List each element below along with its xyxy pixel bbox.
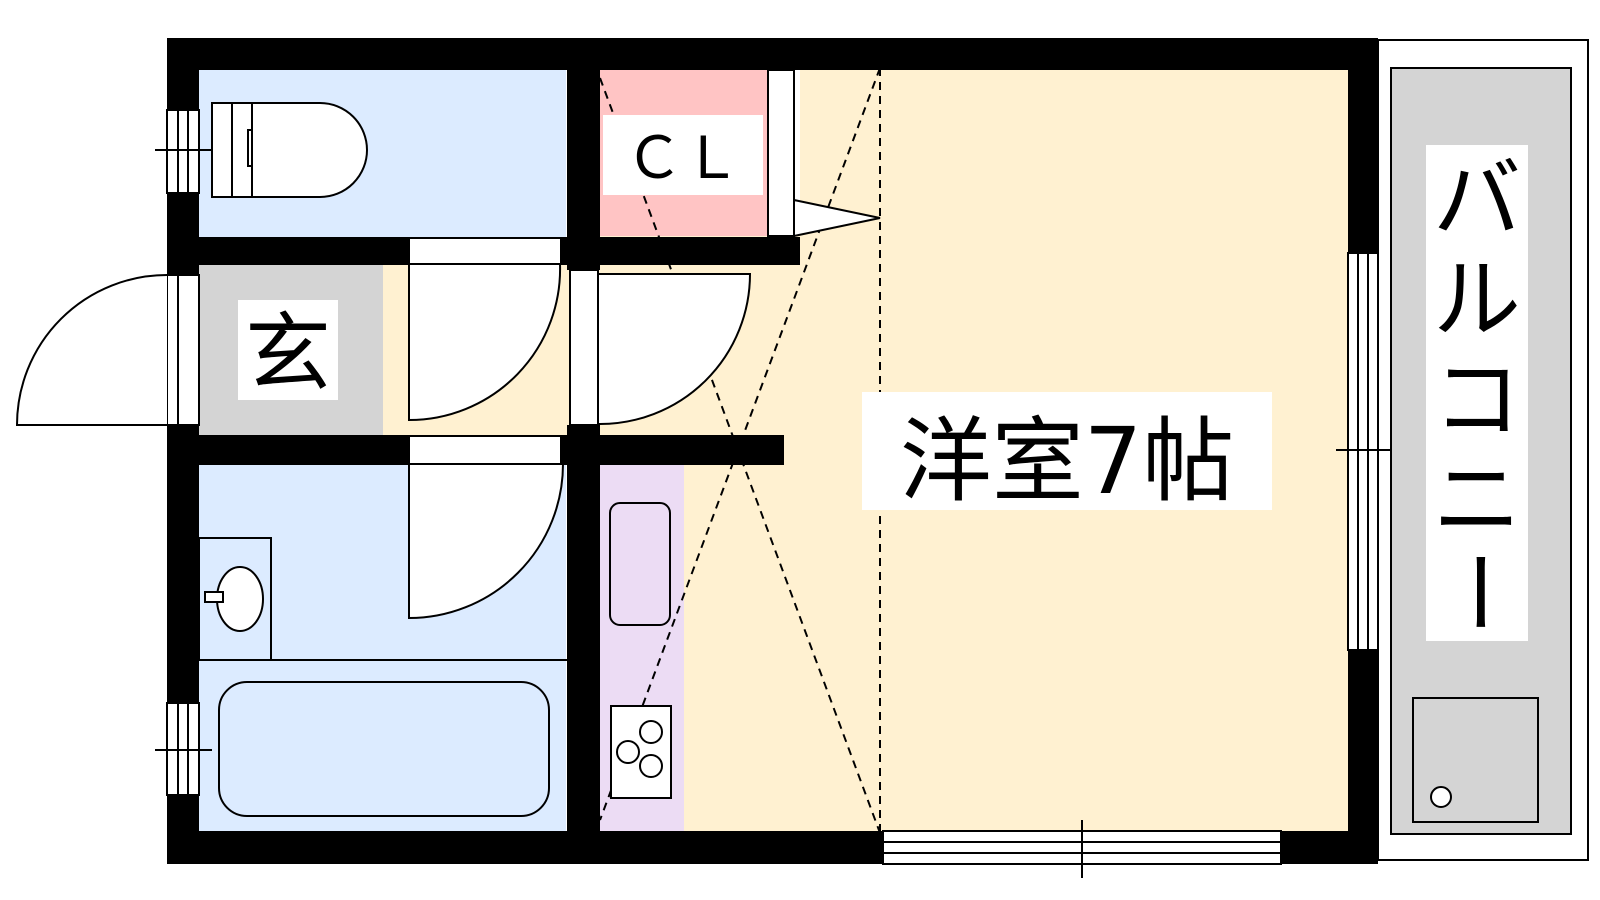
balcony-label-5: ー: [1426, 548, 1529, 636]
balcony-label-2: ル: [1433, 248, 1521, 351]
bathtub: [199, 659, 567, 817]
western-room-label: 洋室7帖: [900, 408, 1235, 515]
closet-label-bg: [603, 115, 763, 195]
bathroom-door: [408, 435, 565, 620]
hallway-door: [569, 269, 752, 426]
entrance-label: 玄: [245, 304, 331, 404]
balcony-label-bg: [1426, 145, 1528, 641]
closet-door: [767, 69, 881, 238]
balcony-label-1: バ: [1433, 148, 1521, 251]
western-room-label-bg: [862, 392, 1272, 510]
kitchen-sink: [609, 502, 671, 626]
washbasin: [198, 537, 272, 661]
toilet-fixture: [211, 102, 368, 198]
balcony-label-4: ニ: [1433, 448, 1521, 551]
walls: [167, 38, 1378, 864]
toilet-door: [408, 237, 562, 422]
closet-label: ＣＬ: [625, 124, 741, 192]
balcony-label-3: コ: [1433, 348, 1521, 451]
bath-window: [155, 702, 212, 796]
outdoor-unit: [1412, 697, 1539, 823]
entrance-door: [15, 274, 200, 426]
stove: [610, 705, 672, 799]
entrance-label-bg: [238, 300, 338, 400]
balcony-window: [1336, 252, 1392, 651]
bottom-window: [882, 820, 1282, 878]
toilet-window: [155, 109, 212, 194]
